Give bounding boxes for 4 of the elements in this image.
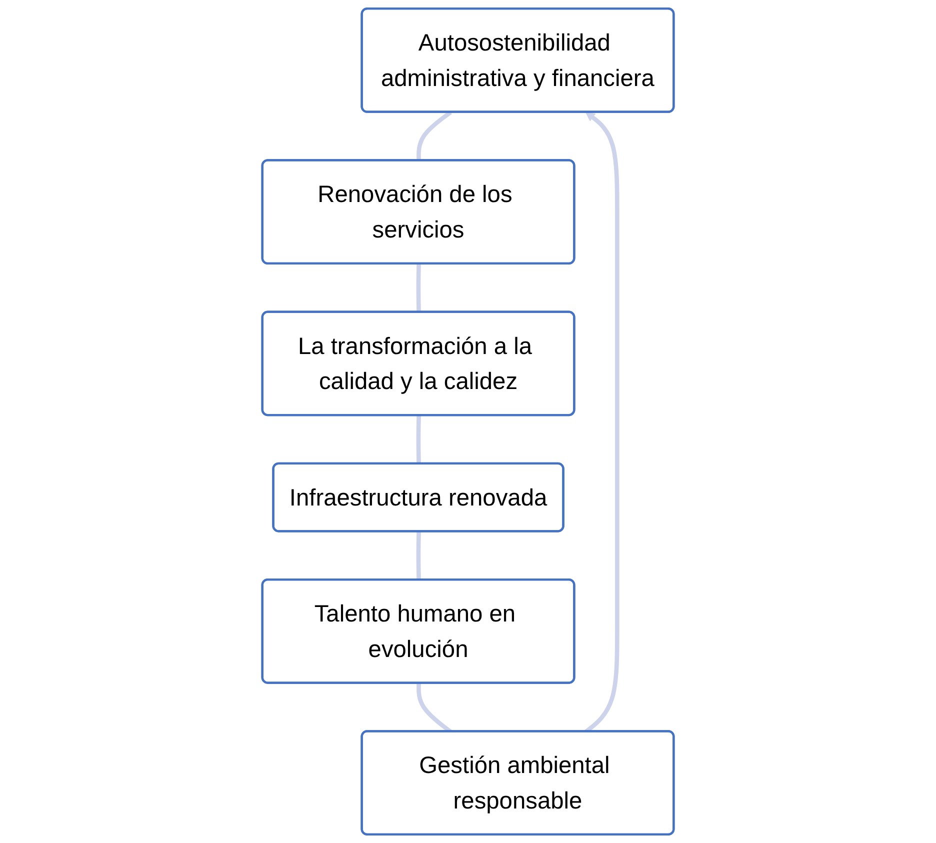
connector: [416, 264, 421, 312]
connector: [416, 110, 452, 161]
connector: [416, 416, 421, 464]
connector: [416, 532, 421, 580]
